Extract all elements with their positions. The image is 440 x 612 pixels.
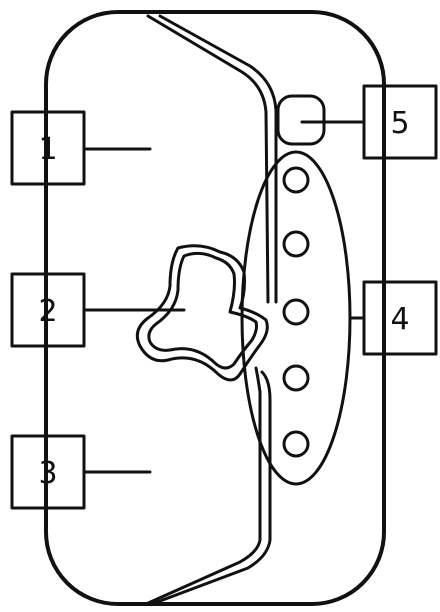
callout-label-2: 2 (38, 294, 57, 329)
indicator-4-ellipse (240, 150, 352, 486)
inner-boundary-outer-line (146, 14, 272, 606)
button-circle (282, 166, 310, 194)
callout-label-1: 1 (38, 132, 57, 167)
indicator-5-square (276, 94, 326, 146)
button-circle (282, 298, 310, 326)
callout-label-5: 5 (390, 106, 409, 141)
callout-3: 3 (10, 434, 86, 510)
handle-shape-inner (147, 251, 258, 370)
device-outline (44, 10, 386, 606)
button-circle (282, 364, 310, 392)
callout-label-3: 3 (38, 456, 57, 491)
callout-5: 5 (362, 84, 438, 160)
callout-4: 4 (362, 280, 438, 356)
callout-1: 1 (10, 110, 86, 186)
button-circle (282, 430, 310, 458)
callout-2: 2 (10, 272, 86, 348)
button-circle (282, 230, 310, 258)
inner-boundary-inner-line (144, 14, 278, 606)
callout-label-4: 4 (390, 302, 409, 337)
handle-shape-outer (135, 244, 269, 382)
